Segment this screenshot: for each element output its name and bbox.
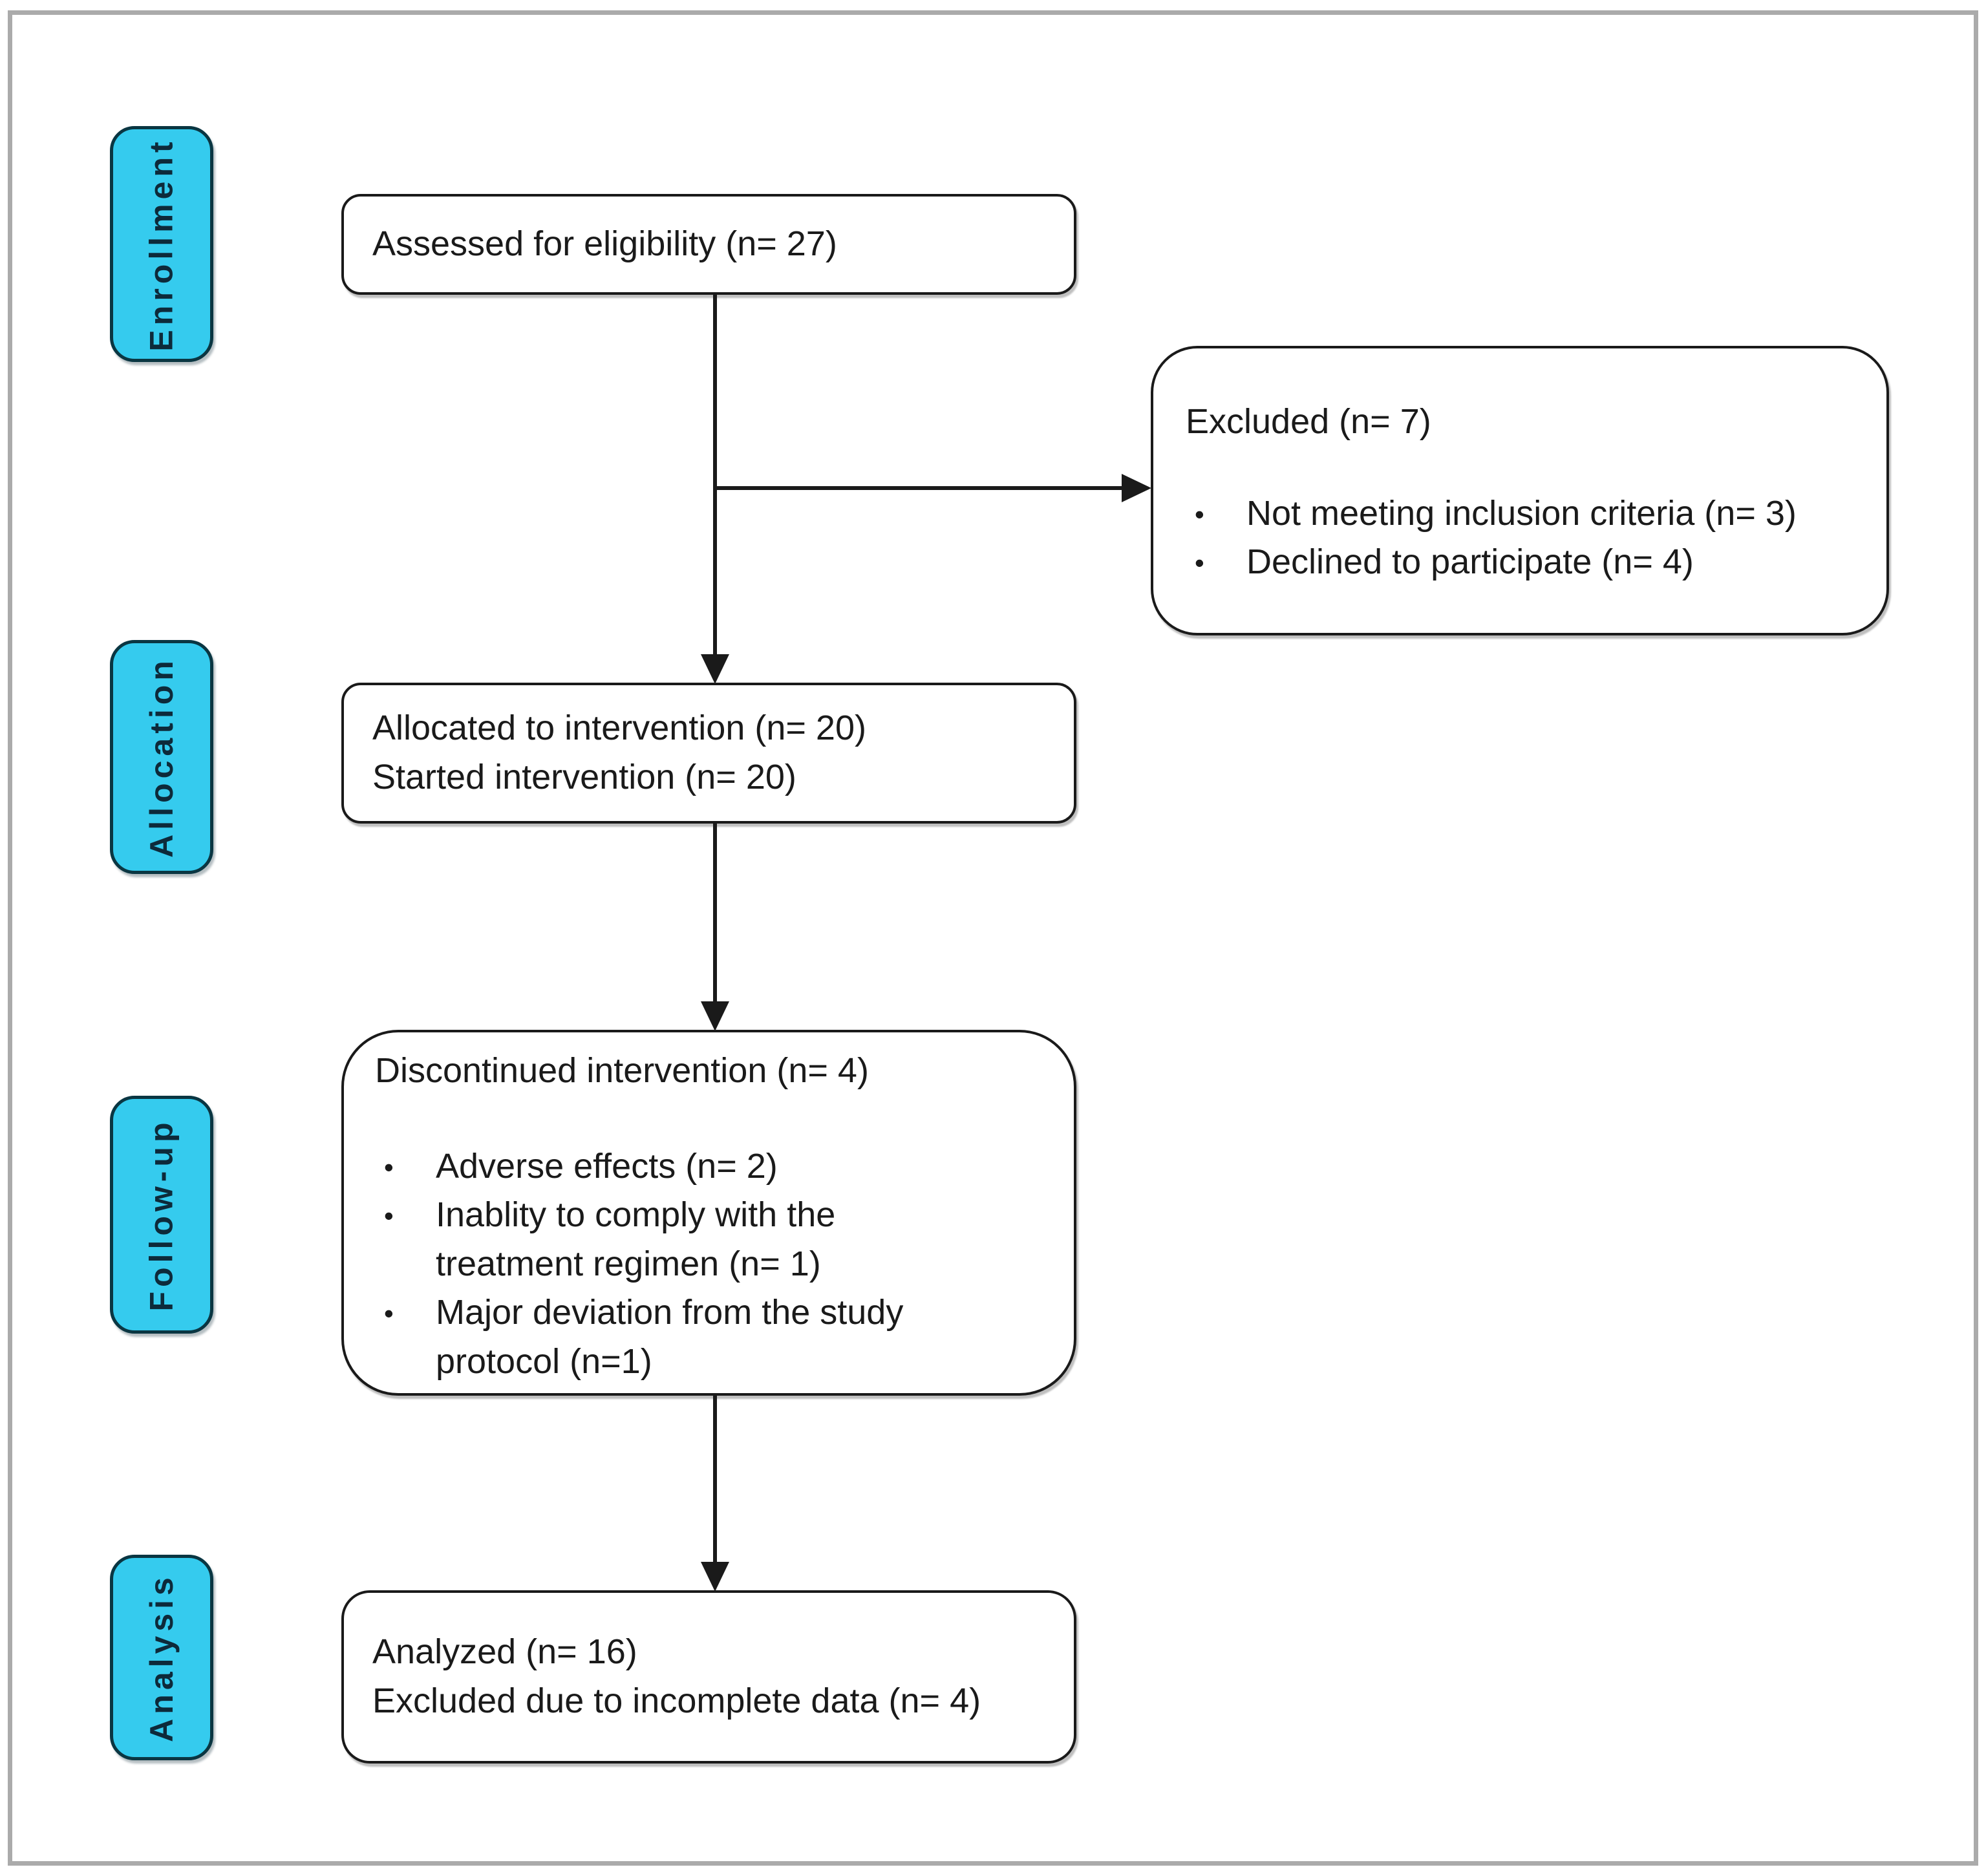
stage-label-text: Analysis — [144, 1573, 180, 1742]
bullet-dot — [375, 1142, 436, 1191]
bullet-text: Major deviation from the study protocol … — [436, 1293, 904, 1381]
arrow-discontinued-to-analyzed — [713, 1396, 717, 1562]
bullet-dot — [375, 1288, 436, 1338]
box-title: Excluded (n= 7) — [1186, 402, 1431, 441]
bullet-item: Major deviation from the study protocol … — [375, 1288, 1048, 1386]
stage-label-enrollment: Enrollment — [110, 126, 213, 362]
arrowhead-down-icon — [701, 1562, 729, 1592]
box-text-line: Excluded due to incomplete data (n= 4) — [372, 1681, 981, 1720]
arrow-assessed-to-allocated — [713, 295, 717, 656]
bullet-list: Not meeting inclusion criteria (n= 3) De… — [1186, 489, 1861, 587]
box-text-line: Started intervention (n= 20) — [372, 758, 796, 796]
box-analyzed: Analyzed (n= 16) Excluded due to incompl… — [341, 1590, 1076, 1764]
stage-label-text: Follow-up — [144, 1118, 180, 1312]
stage-label-text: Allocation — [144, 656, 180, 858]
bullet-item: Inablity to comply with the treatment re… — [375, 1191, 1048, 1288]
box-allocated: Allocated to intervention (n= 20) Starte… — [341, 683, 1076, 824]
stage-label-allocation: Allocation — [110, 640, 213, 874]
bullet-item: Adverse effects (n= 2) — [375, 1142, 1048, 1191]
arrowhead-right-icon — [1122, 474, 1151, 502]
box-assessed-eligibility: Assessed for eligibility (n= 27) — [341, 194, 1076, 295]
box-title: Discontinued intervention (n= 4) — [375, 1051, 869, 1090]
box-text-line: Assessed for eligibility (n= 27) — [372, 224, 837, 264]
box-excluded: Excluded (n= 7) Not meeting inclusion cr… — [1151, 346, 1889, 635]
bullet-dot — [1186, 538, 1246, 587]
arrow-branch-to-excluded — [713, 486, 1123, 490]
bullet-list: Adverse effects (n= 2) Inablity to compl… — [375, 1142, 1048, 1387]
stage-label-text: Enrollment — [144, 136, 180, 352]
box-text-line: Allocated to intervention (n= 20) — [372, 709, 866, 748]
bullet-dot — [1186, 489, 1246, 538]
arrow-allocated-to-discontinued — [713, 824, 717, 1003]
box-discontinued: Discontinued intervention (n= 4) Adverse… — [341, 1030, 1076, 1396]
arrowhead-down-icon — [701, 1001, 729, 1031]
bullet-item: Declined to participate (n= 4) — [1186, 538, 1861, 587]
bullet-dot — [375, 1191, 436, 1240]
stage-label-followup: Follow-up — [110, 1096, 213, 1334]
bullet-text: Declined to participate (n= 4) — [1246, 542, 1694, 582]
bullet-text: Inablity to comply with the treatment re… — [436, 1195, 836, 1283]
arrowhead-down-icon — [701, 654, 729, 684]
bullet-item: Not meeting inclusion criteria (n= 3) — [1186, 489, 1861, 538]
bullet-text: Not meeting inclusion criteria (n= 3) — [1246, 493, 1797, 533]
stage-label-analysis: Analysis — [110, 1555, 213, 1760]
bullet-text: Adverse effects (n= 2) — [436, 1146, 778, 1186]
box-text-line: Analyzed (n= 16) — [372, 1632, 637, 1672]
diagram-frame — [8, 10, 1978, 1866]
